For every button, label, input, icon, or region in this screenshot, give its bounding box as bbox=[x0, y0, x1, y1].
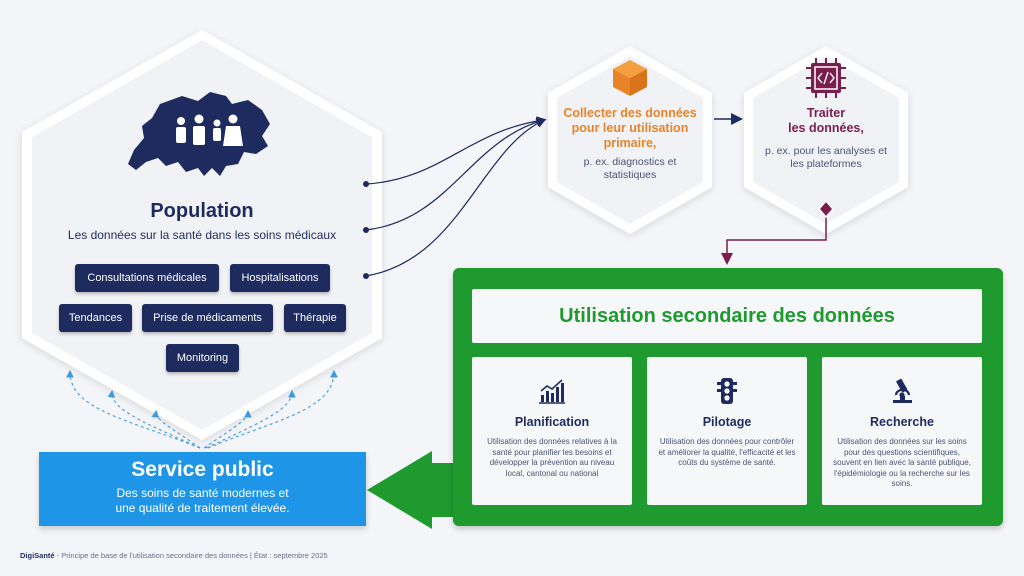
switzerland-map-icon bbox=[128, 92, 270, 176]
collect-title-3: primaire, bbox=[603, 136, 657, 150]
service-public-description: Des soins de santé modernes et une quali… bbox=[39, 486, 366, 516]
collect-hexagon bbox=[548, 46, 712, 234]
footer-text: - Principe de base de l'utilisation seco… bbox=[54, 551, 328, 560]
collect-title-2: pour leur utilisation bbox=[571, 121, 689, 135]
pill-therapie: Thérapie bbox=[284, 304, 346, 332]
population-subtitle: Les données sur la santé dans les soins … bbox=[67, 228, 337, 242]
card-recherche: Recherche Utilisation des données sur le… bbox=[822, 357, 982, 505]
card-description: Utilisation des données relatives à la s… bbox=[487, 437, 617, 478]
card-title: Planification bbox=[514, 415, 590, 429]
service-public-box bbox=[39, 452, 366, 526]
pill-consultations: Consultations médicales bbox=[75, 264, 219, 292]
collect-text: Collecter des données pour leur utilisat… bbox=[548, 106, 712, 182]
collect-title-1: Collecter des données bbox=[563, 106, 697, 120]
card-description: Utilisation des données sur les soins po… bbox=[833, 437, 971, 488]
footer-brand: DigiSanté bbox=[20, 551, 55, 560]
box-icon bbox=[613, 60, 647, 96]
microscope-icon bbox=[893, 378, 912, 403]
population-to-collect-connectors bbox=[365, 116, 547, 277]
population-hexagon bbox=[22, 30, 382, 440]
pill-monitoring: Monitoring bbox=[166, 344, 239, 372]
secondary-use-title: Utilisation secondaire des données bbox=[472, 289, 982, 343]
process-title-2: les données, bbox=[788, 121, 864, 135]
process-sub-2: les plateformes bbox=[790, 158, 862, 170]
green-return-arrow bbox=[367, 451, 460, 529]
service-line-1: Des soins de santé modernes et bbox=[116, 486, 289, 500]
pill-hospitalisations: Hospitalisations bbox=[230, 264, 330, 292]
footer: DigiSanté - Principe de base de l'utilis… bbox=[20, 551, 328, 560]
population-title: Population bbox=[150, 200, 254, 222]
process-sub-1: p. ex. pour les analyses et bbox=[765, 145, 887, 157]
collect-sub-1: p. ex. diagnostics et bbox=[583, 156, 677, 168]
connector-dots bbox=[363, 181, 369, 279]
card-description: Utilisation des données pour contrôler e… bbox=[658, 437, 796, 467]
chip-code-icon bbox=[806, 58, 846, 98]
process-text: Traiter les données, p. ex. pour les ana… bbox=[744, 106, 908, 171]
chart-icon bbox=[539, 379, 565, 404]
service-to-population-dashed-arrows bbox=[66, 369, 338, 449]
card-pilotage: Pilotage Utilisation des données pour co… bbox=[647, 357, 807, 505]
process-to-secondary-arrow bbox=[721, 199, 834, 265]
process-title-1: Traiter bbox=[806, 106, 846, 120]
pill-prise-medicaments: Prise de médicaments bbox=[142, 304, 273, 332]
traffic-light-icon bbox=[717, 378, 737, 404]
card-title: Pilotage bbox=[702, 415, 752, 429]
pill-tendances: Tendances bbox=[59, 304, 132, 332]
card-planification: Planification Utilisation des données re… bbox=[472, 357, 632, 505]
service-line-2: une qualité de traitement élevée. bbox=[115, 501, 290, 515]
collect-sub-2: statistiques bbox=[603, 169, 657, 181]
card-title: Recherche bbox=[870, 415, 934, 429]
service-public-title: Service public bbox=[131, 458, 274, 481]
process-hexagon bbox=[744, 46, 908, 234]
